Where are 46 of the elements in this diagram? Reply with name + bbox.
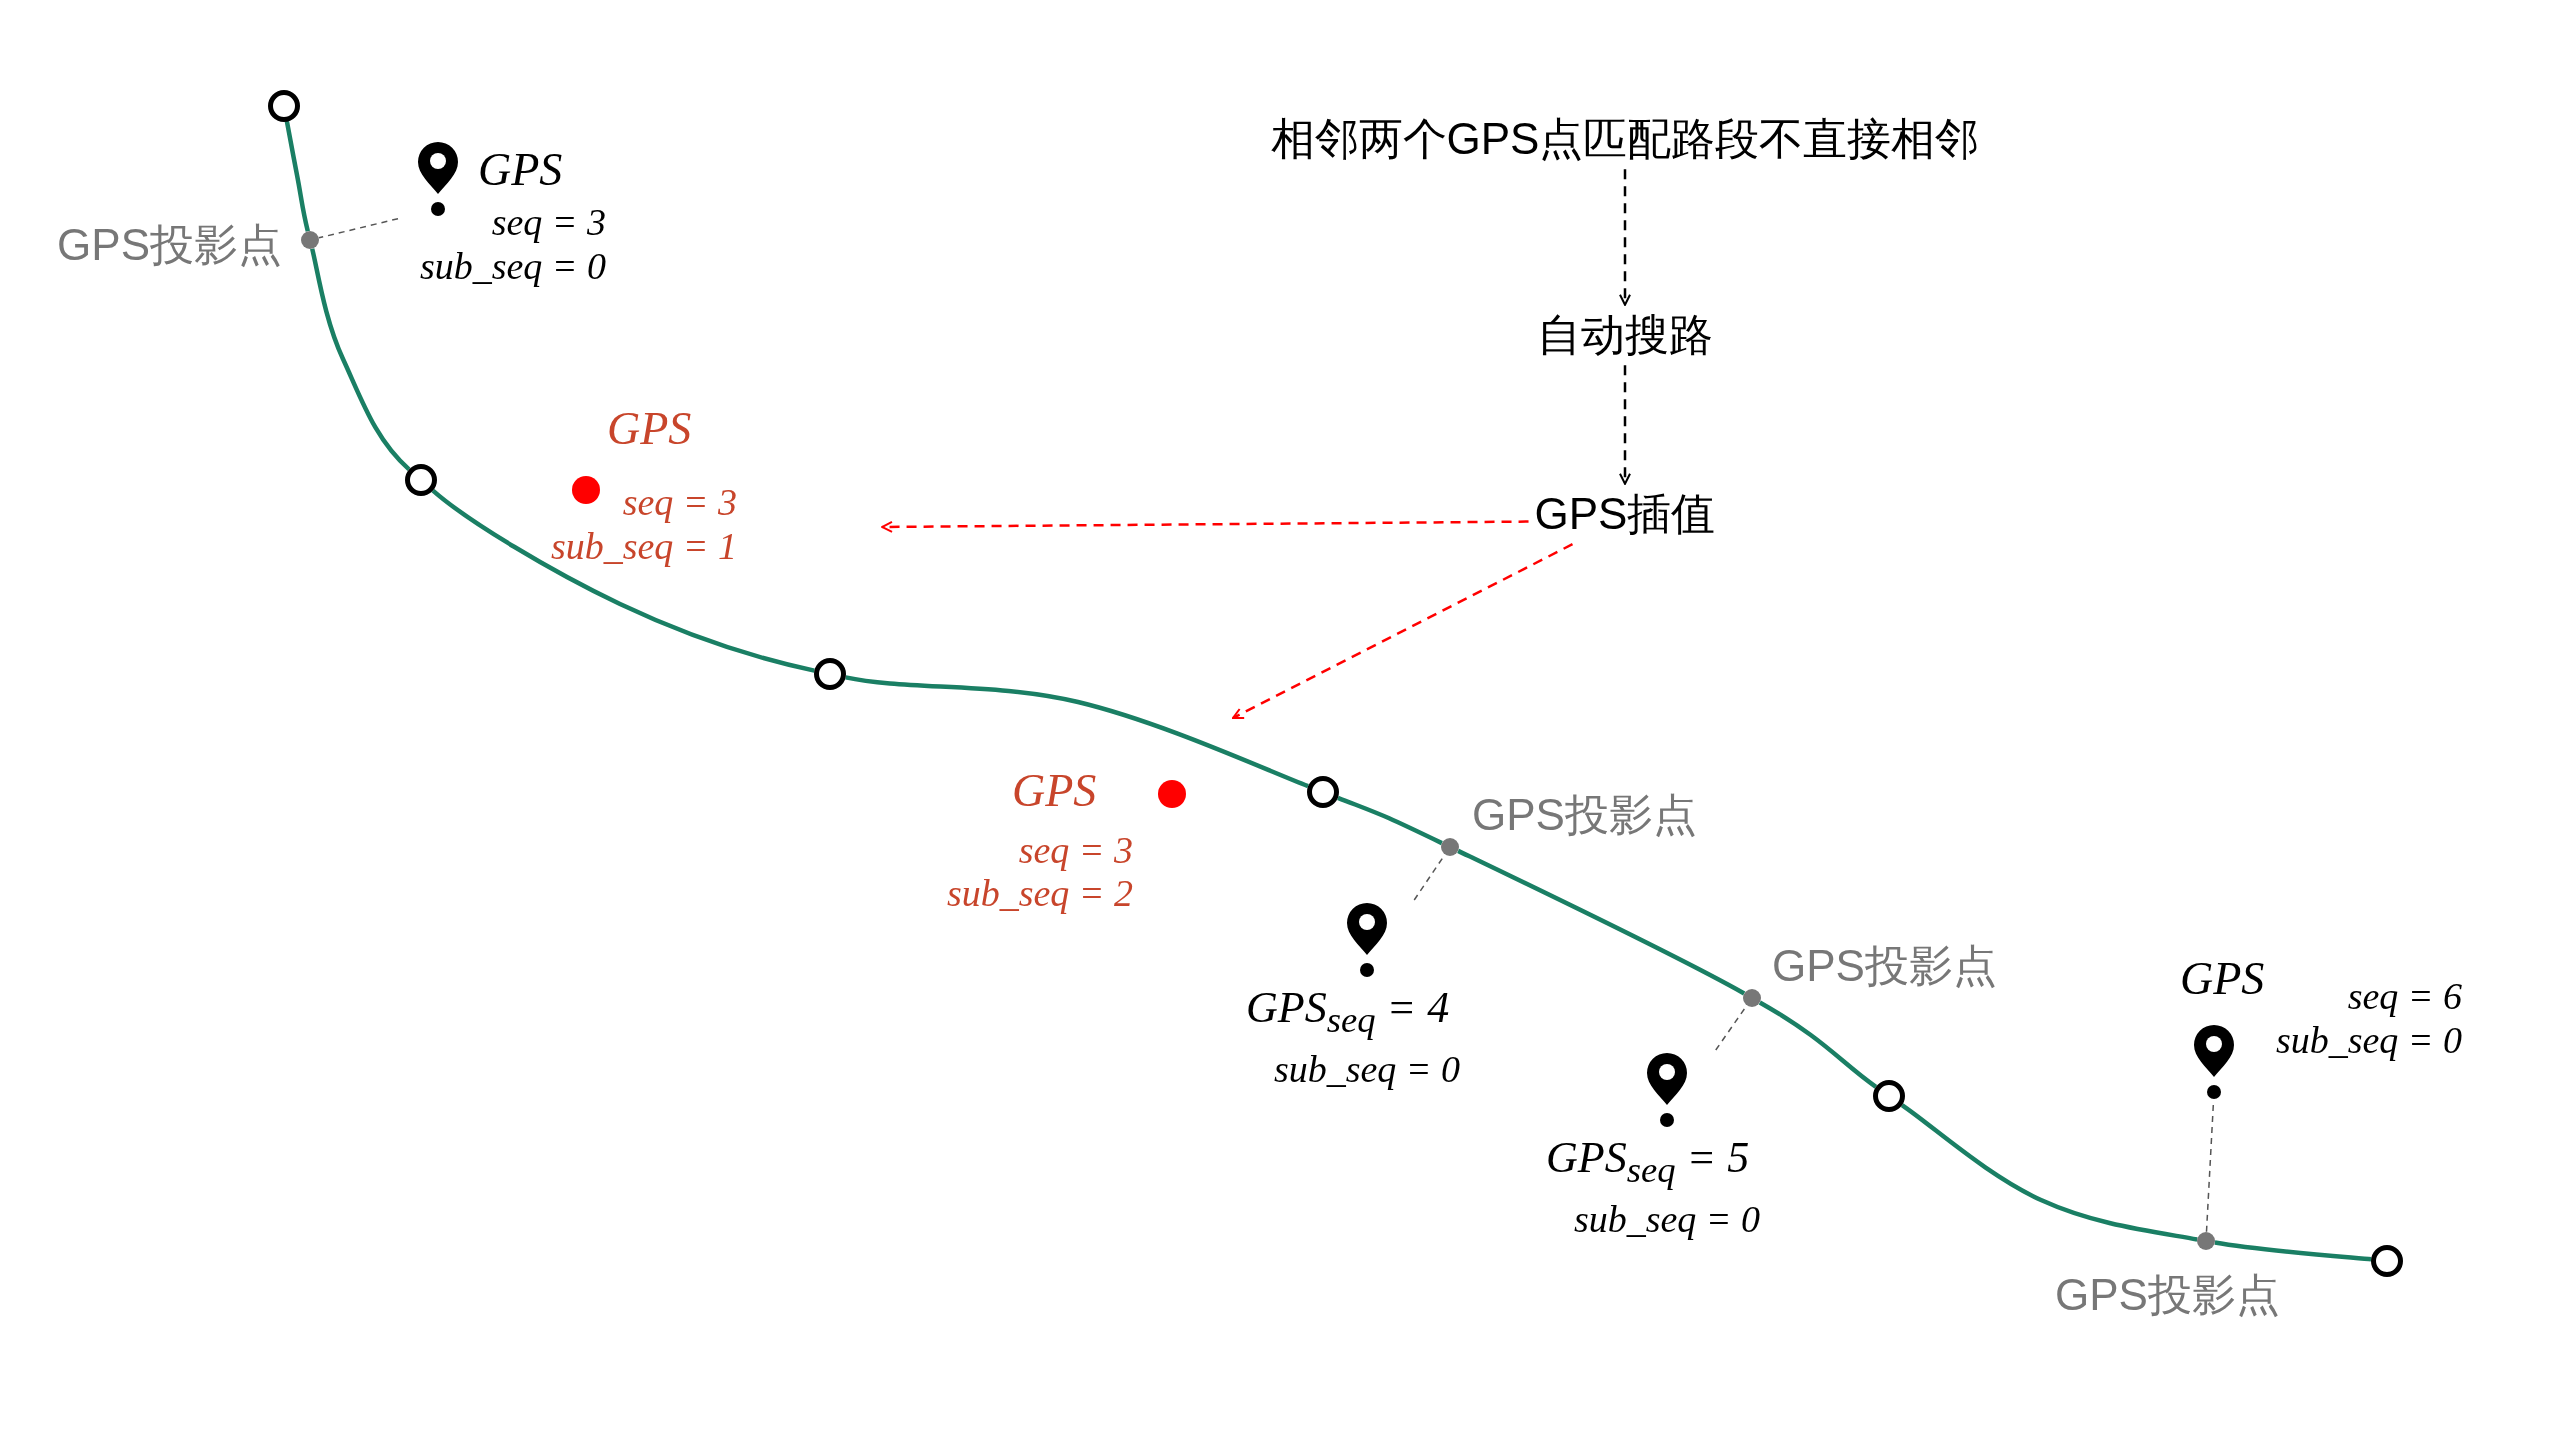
road-segment (431, 488, 815, 673)
road-segment (284, 121, 310, 232)
step-label: 相邻两个GPS点匹配路段不直接相邻 (1270, 114, 1980, 164)
leader-line (1413, 855, 1445, 901)
step-label: GPS插值 (1534, 489, 1716, 539)
road-segment (2214, 1240, 2372, 1262)
road-vertex-marker (2371, 1245, 2403, 1277)
arrow (881, 520, 1529, 533)
sequence-label: seq = 3 (491, 203, 606, 243)
road-segment (1337, 795, 1443, 846)
point-label: GPS$_{seq}$ = 5 (1546, 1135, 1750, 1190)
point-label: GPS (478, 146, 563, 195)
arrow (1619, 365, 1631, 485)
leader-line (1715, 1006, 1747, 1051)
arrow (1232, 543, 1574, 720)
sequence-label: seq = 3 (1018, 831, 1133, 871)
point-label: GPS (2180, 955, 2265, 1004)
sequence-label: sub_seq = 2 (946, 874, 1133, 914)
projection-label: GPS投影点 (57, 222, 282, 269)
road-vertex-marker (1873, 1080, 1905, 1112)
sequence-label: sub_seq = 0 (1573, 1200, 1760, 1240)
road-vertex-marker (405, 464, 437, 496)
point-label: GPS$_{seq}$ = 4 (1246, 985, 1450, 1040)
point-label: GPS (607, 405, 692, 454)
road-vertex-marker (1307, 776, 1339, 808)
projection-label: GPS投影点 (2055, 1272, 2280, 1319)
road-vertex-marker (268, 90, 300, 122)
road-segment (845, 675, 1309, 789)
sequence-label: seq = 3 (622, 483, 737, 523)
sequence-label: sub_seq = 0 (1273, 1050, 1460, 1090)
point-label: GPS (1012, 767, 1097, 816)
step-label: 自动搜路 (1537, 310, 1713, 360)
sequence-label: sub_seq = 0 (2275, 1021, 2462, 1061)
projection-label: GPS投影点 (1472, 792, 1697, 839)
leader-line (2205, 1104, 2215, 1233)
sequence-label: sub_seq = 0 (419, 247, 606, 287)
road-vertex-marker (814, 658, 846, 690)
arrow (1619, 169, 1631, 306)
leader-line (318, 217, 399, 239)
road-segment (1758, 1000, 1878, 1089)
sequence-label: seq = 6 (2347, 977, 2462, 1017)
road-segment (1900, 1103, 2198, 1242)
road-segment (310, 248, 411, 472)
sequence-label: sub_seq = 1 (550, 527, 737, 567)
road-segment (1457, 848, 1746, 996)
projection-label: GPS投影点 (1772, 943, 1997, 990)
